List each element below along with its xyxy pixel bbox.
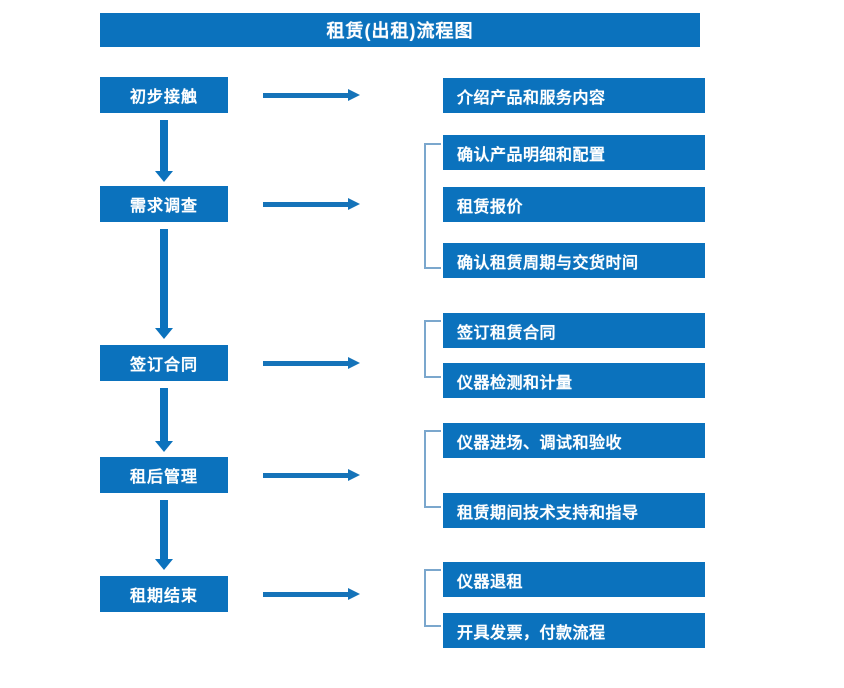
arrow-stem [263, 592, 349, 597]
group-bracket-3 [424, 320, 441, 378]
arrow-head-icon [348, 469, 360, 481]
arrow-stem [160, 120, 168, 172]
arrow-head-icon [348, 198, 360, 210]
arrow-stem [263, 473, 349, 478]
arrow-head-icon [348, 588, 360, 600]
branch-arrow-right-5 [263, 588, 360, 600]
branch-arrow-right-3 [263, 357, 360, 369]
task-box-3[interactable]: 租赁报价 [443, 187, 705, 222]
stage-box-2[interactable]: 需求调查 [100, 186, 228, 222]
task-box-9[interactable]: 仪器退租 [443, 562, 705, 597]
branch-arrow-right-1 [263, 89, 360, 101]
task-box-1[interactable]: 介绍产品和服务内容 [443, 78, 705, 113]
arrow-head-icon [348, 357, 360, 369]
branch-arrow-right-4 [263, 469, 360, 481]
connector-arrow-down-3 [155, 388, 173, 452]
task-box-5[interactable]: 签订租赁合同 [443, 313, 705, 348]
connector-arrow-down-2 [155, 229, 173, 339]
arrow-head-icon [348, 89, 360, 101]
arrow-stem [160, 500, 168, 560]
arrow-stem [263, 93, 349, 98]
task-box-6[interactable]: 仪器检测和计量 [443, 363, 705, 398]
arrow-head-icon [155, 328, 173, 339]
group-bracket-2 [424, 143, 441, 269]
task-box-2[interactable]: 确认产品明细和配置 [443, 135, 705, 170]
arrow-stem [263, 202, 349, 207]
connector-arrow-down-4 [155, 500, 173, 570]
group-bracket-5 [424, 569, 441, 627]
task-box-8[interactable]: 租赁期间技术支持和指导 [443, 493, 705, 528]
branch-arrow-right-2 [263, 198, 360, 210]
page-title: 租赁(出租)流程图 [100, 13, 700, 47]
arrow-head-icon [155, 441, 173, 452]
stage-box-5[interactable]: 租期结束 [100, 576, 228, 612]
arrow-stem [263, 361, 349, 366]
arrow-head-icon [155, 559, 173, 570]
stage-box-4[interactable]: 租后管理 [100, 457, 228, 493]
connector-arrow-down-1 [155, 120, 173, 182]
arrow-stem [160, 229, 168, 329]
arrow-stem [160, 388, 168, 442]
stage-box-1[interactable]: 初步接触 [100, 77, 228, 113]
arrow-head-icon [155, 171, 173, 182]
stage-box-3[interactable]: 签订合同 [100, 345, 228, 381]
group-bracket-4 [424, 430, 441, 508]
task-box-7[interactable]: 仪器进场、调试和验收 [443, 423, 705, 458]
task-box-4[interactable]: 确认租赁周期与交货时间 [443, 243, 705, 278]
task-box-10[interactable]: 开具发票，付款流程 [443, 613, 705, 648]
